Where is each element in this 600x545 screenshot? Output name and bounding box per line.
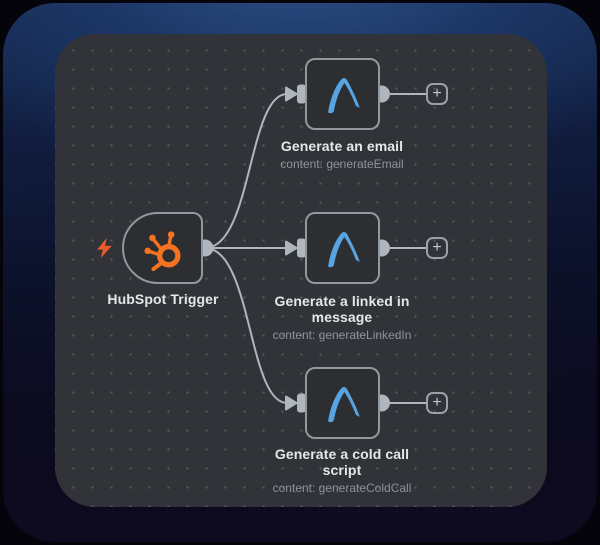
node-meta: content: generateEmail xyxy=(280,157,404,171)
input-port[interactable] xyxy=(297,393,306,413)
hubspot-trigger-node[interactable] xyxy=(122,212,203,284)
connection-wire[interactable] xyxy=(204,247,288,404)
connection-arrow-icon xyxy=(285,395,298,411)
add-node-button[interactable]: + xyxy=(426,83,448,105)
anthropic-logo-icon xyxy=(327,387,360,423)
workflow-canvas[interactable]: HubSpot Trigger Generate an email conten… xyxy=(55,34,547,507)
node-label-block: Generate an email content: generateEmail xyxy=(257,138,427,171)
input-port[interactable] xyxy=(297,238,306,258)
node-label: Generate a linked in message xyxy=(274,293,410,325)
add-node-button[interactable]: + xyxy=(426,237,448,259)
node-label-block: Generate a cold call script content: gen… xyxy=(257,446,427,495)
add-node-button[interactable]: + xyxy=(426,392,448,414)
connection-arrow-icon xyxy=(285,240,298,256)
node-label: Generate an email xyxy=(280,138,404,154)
action-node-generate-linkedin[interactable] xyxy=(305,212,380,284)
anthropic-logo-icon xyxy=(327,232,360,268)
node-label: HubSpot Trigger xyxy=(107,291,219,307)
node-label-block: Generate a linked in message content: ge… xyxy=(257,293,427,342)
anthropic-logo-icon xyxy=(327,78,360,114)
trigger-label-block: HubSpot Trigger xyxy=(78,291,248,307)
node-meta: content: generateLinkedIn xyxy=(272,328,412,342)
input-port[interactable] xyxy=(297,84,306,104)
node-meta: content: generateColdCall xyxy=(272,481,412,495)
lightning-bolt-icon xyxy=(97,238,112,258)
action-node-generate-coldcall[interactable] xyxy=(305,367,380,439)
connection-wire[interactable] xyxy=(204,93,288,249)
action-node-generate-email[interactable] xyxy=(305,58,380,130)
hubspot-sprocket-icon xyxy=(143,231,180,271)
node-label: Generate a cold call script xyxy=(274,446,410,478)
connections-layer xyxy=(196,84,426,413)
connection-arrow-icon xyxy=(285,86,298,102)
